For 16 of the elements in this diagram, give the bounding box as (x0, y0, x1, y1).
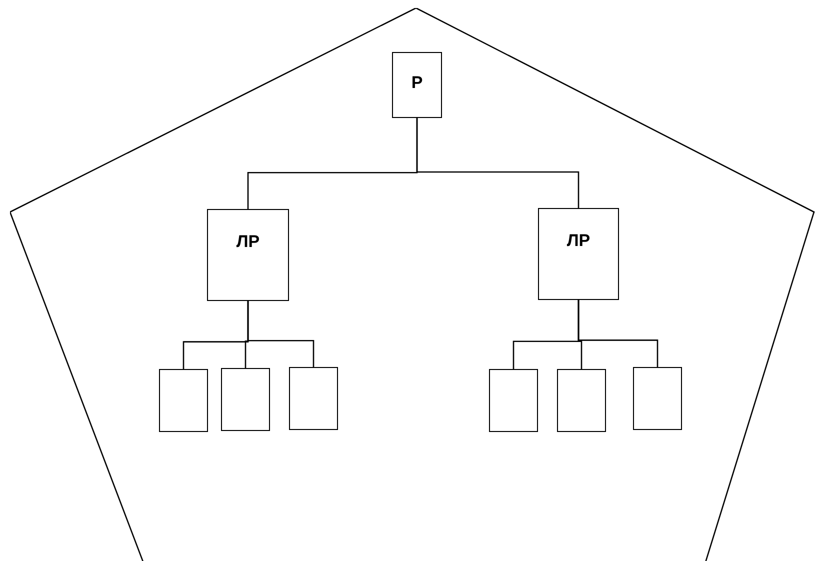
empty-box (221, 368, 270, 431)
org-unit-box (392, 52, 442, 118)
org-unit-box (538, 208, 619, 300)
unit-label: ЛР (235, 231, 261, 252)
empty-box (489, 369, 538, 432)
empty-box (159, 369, 208, 432)
unit-label: ЛР (566, 230, 592, 251)
connector-line (578, 300, 658, 367)
connector-line (247, 301, 314, 367)
pentagon-outline (10, 8, 815, 561)
org-unit-box (207, 209, 289, 301)
empty-box (557, 369, 606, 432)
connector-line (416, 118, 580, 208)
empty-box (289, 367, 338, 430)
empty-box (633, 367, 682, 430)
unit-label: Р (410, 72, 424, 93)
